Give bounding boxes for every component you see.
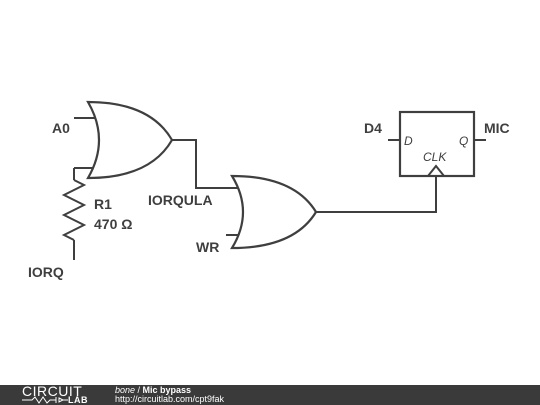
or-gate-1[interactable]	[86, 100, 174, 180]
label-d4: D4	[364, 120, 382, 136]
or-gate-2[interactable]	[230, 174, 318, 250]
resistor-r1[interactable]	[61, 179, 87, 241]
pin-q-label: Q	[459, 134, 468, 148]
d-flip-flop[interactable]: D Q CLK	[398, 110, 476, 178]
circuit-url-link[interactable]: http://circuitlab.com/cpt9fak	[115, 394, 225, 404]
schematic-canvas: D Q CLK A0 R1 470 Ω IORQ IORQULA WR D4 M…	[28, 100, 510, 280]
footer-bar: CIRCUIT LAB bone / Mic bypass http://cir…	[0, 383, 540, 405]
label-iorq: IORQ	[28, 264, 64, 280]
footer-meta: bone / Mic bypass http://circuitlab.com/…	[115, 386, 224, 404]
flip-flop-body	[398, 110, 476, 178]
label-a0: A0	[52, 120, 70, 136]
label-r1-value: 470 Ω	[94, 216, 132, 232]
wire-or1-out	[172, 139, 238, 189]
footer-url-line: http://circuitlab.com/cpt9fak	[115, 395, 224, 404]
author-name[interactable]: bone	[115, 385, 136, 395]
clock-triangle	[427, 164, 445, 177]
wires	[73, 117, 486, 260]
footer-title-line: bone / Mic bypass	[115, 386, 224, 395]
label-mic: MIC	[484, 120, 510, 136]
circuit-title[interactable]: Mic bypass	[142, 385, 192, 395]
pin-d-label: D	[404, 134, 413, 148]
label-r1-name: R1	[94, 196, 112, 212]
logo-text-circuit: CIRCUIT	[22, 383, 83, 399]
pin-clk-label: CLK	[423, 150, 447, 164]
circuitlab-logo[interactable]: CIRCUIT LAB	[22, 383, 108, 405]
logo-resistor-icon	[22, 396, 68, 404]
label-iorqula: IORQULA	[148, 192, 213, 208]
logo-text-lab: LAB	[68, 395, 88, 405]
label-wr: WR	[196, 239, 219, 255]
title-separator: /	[135, 385, 143, 395]
wire-or2-out	[316, 176, 437, 213]
